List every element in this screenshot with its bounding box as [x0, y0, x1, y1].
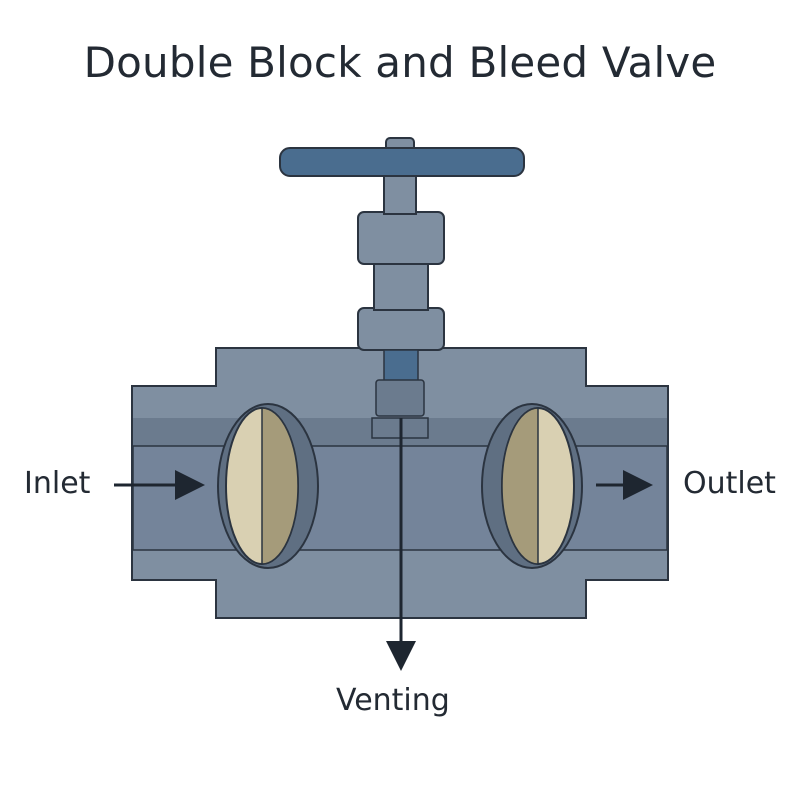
- handwheel[interactable]: [279, 147, 525, 177]
- outlet-block-disc: [481, 403, 583, 569]
- stem-assembly: [357, 137, 445, 417]
- outlet-label: Outlet: [683, 466, 776, 501]
- inlet-block-disc: [217, 403, 319, 569]
- diagram-title: Double Block and Bleed Valve: [83, 38, 717, 87]
- venting-label: Venting: [336, 683, 450, 718]
- inlet-label: Inlet: [24, 466, 91, 501]
